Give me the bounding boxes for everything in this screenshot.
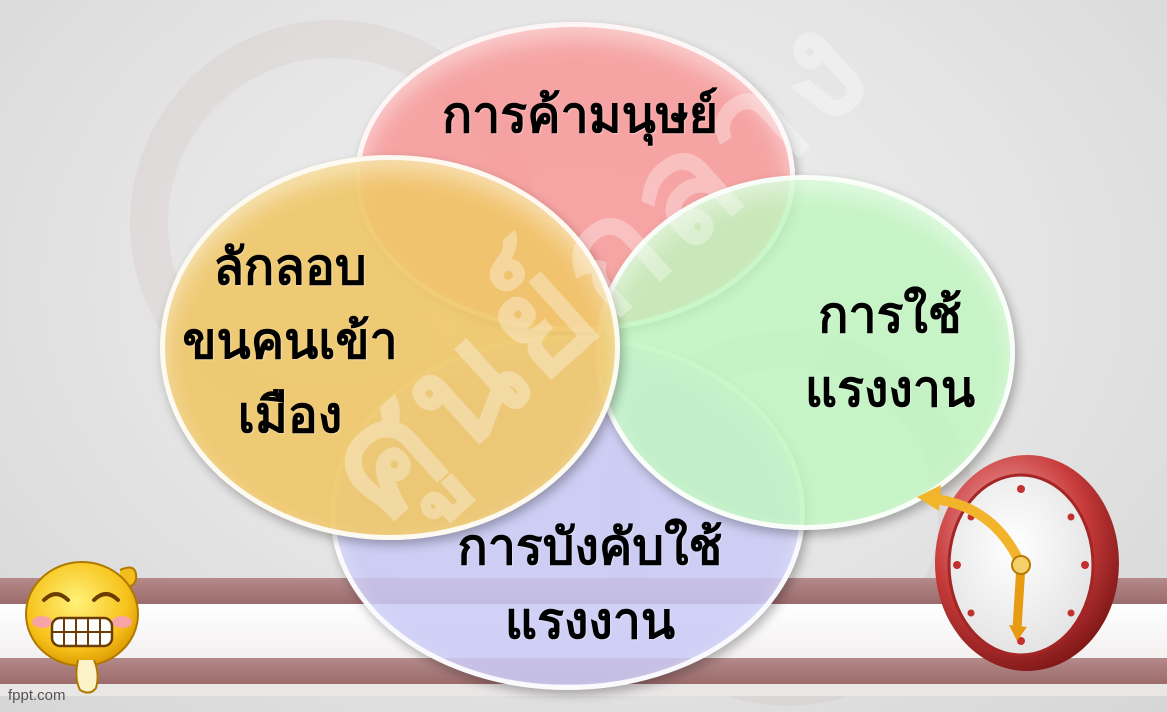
label-line: การบังคับใช้ <box>457 517 723 576</box>
circle-smuggling <box>160 155 620 540</box>
label-line: ขนคนเข้า <box>182 311 398 370</box>
label-line: การค้ามนุษย์ <box>441 85 719 144</box>
label-line: เมือง <box>237 385 343 444</box>
footer-brand: fppt.com <box>8 687 66 704</box>
clock-icon <box>917 455 1119 671</box>
label-labor-use: การใช้ แรงงาน <box>780 278 1000 426</box>
label-smuggling: ลักลอบ ขนคนเข้า เมือง <box>170 230 410 452</box>
label-line: แรงงาน <box>504 591 676 650</box>
label-line: ลักลอบ <box>213 237 367 296</box>
label-forced-labor: การบังคับใช้ แรงงาน <box>400 510 780 658</box>
smiley-icon <box>25 561 139 694</box>
label-line: แรงงาน <box>804 359 976 418</box>
label-human-trafficking: การค้ามนุษย์ <box>430 78 730 152</box>
circle-labor-use <box>595 175 1015 530</box>
label-line: การใช้ <box>818 285 962 344</box>
footer-stripe <box>0 684 1167 696</box>
